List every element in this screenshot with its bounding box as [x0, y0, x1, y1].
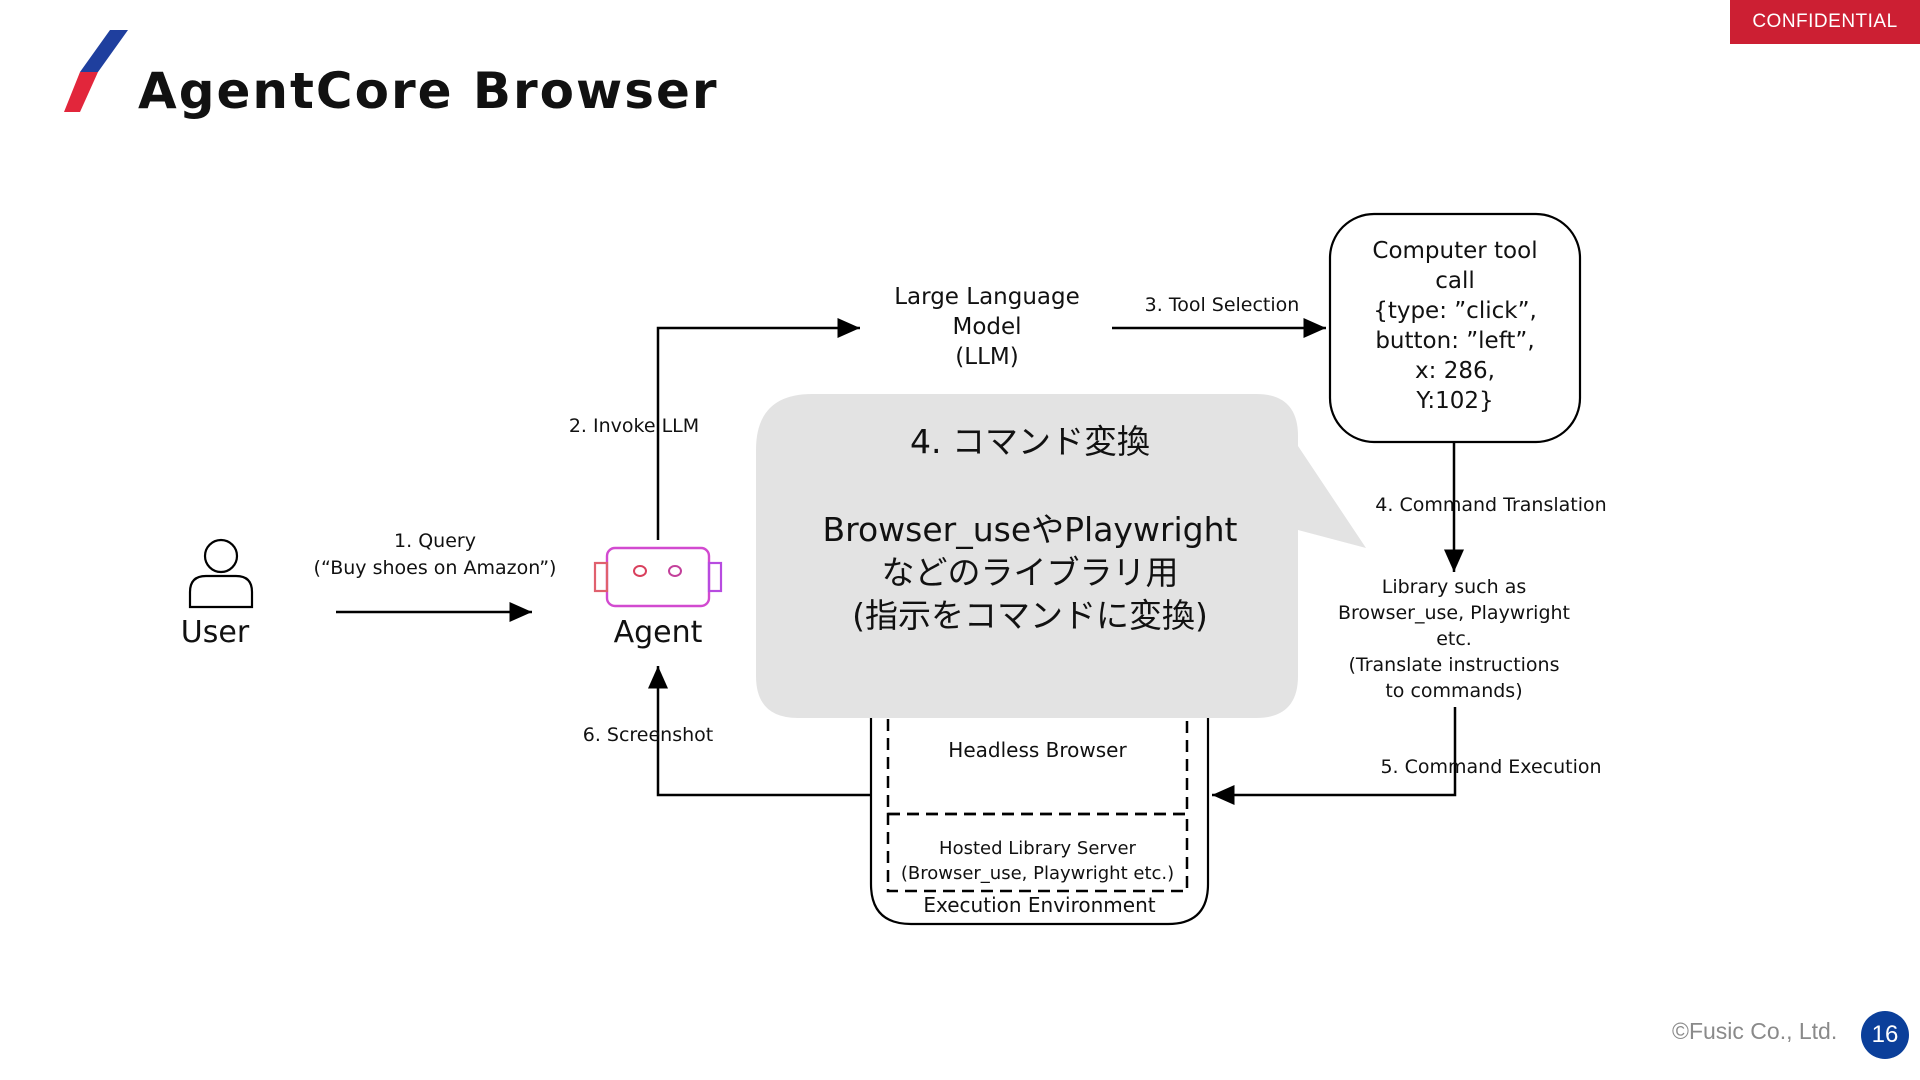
invoke-llm-step-label: 2. Invoke LLM	[568, 415, 700, 437]
tool-selection-step-label: 3. Tool Selection	[1144, 294, 1300, 316]
page-title: AgentCore Browser	[138, 62, 719, 120]
callout-line: Browser_useやPlaywright	[822, 510, 1238, 549]
user-icon	[188, 538, 254, 609]
page-number-badge: 16	[1861, 1011, 1909, 1059]
callout-line: などのライブラリ用	[881, 553, 1179, 592]
hosted-library-box	[886, 812, 1189, 893]
execution-environment-box	[869, 700, 1210, 926]
invoke-llm-arrow	[656, 318, 860, 540]
callout-bubble	[756, 394, 1366, 718]
screenshot-step-label: 6. Screenshot	[582, 724, 714, 746]
logo-slash-icon	[64, 30, 128, 112]
tool-call-box	[1328, 212, 1582, 444]
copyright-text: ©Fusic Co., Ltd.	[1672, 1018, 1838, 1044]
query-step-label: 1. Query (“Buy shoes on Amazon”)	[313, 530, 557, 579]
headless-browser-box	[886, 700, 1189, 816]
command-execution-arrow	[1212, 707, 1457, 805]
callout-heading: 4. コマンド変換	[910, 422, 1150, 461]
callout-text: 4. コマンド変換 Browser_useやPlaywright などのライブラ…	[760, 420, 1300, 637]
callout-line: (指示をコマンドに変換)	[852, 596, 1208, 635]
screenshot-arrow	[648, 666, 871, 797]
user-label: User	[180, 615, 250, 650]
tool-call-label: Computer tool call {type: ”click”, butto…	[1372, 238, 1538, 414]
library-label: Library such as Browser_use, Playwright …	[1337, 576, 1570, 702]
hosted-library-label: Hosted Library Server (Browser_use, Play…	[900, 838, 1175, 884]
headless-browser-label: Headless Browser	[948, 738, 1127, 762]
agent-robot-icon	[593, 546, 723, 608]
command-execution-step-label: 5. Command Execution	[1380, 756, 1602, 778]
confidential-badge: CONFIDENTIAL	[1730, 0, 1920, 44]
agent-label: Agent	[613, 615, 703, 650]
llm-label: Large Language Model (LLM)	[894, 284, 1080, 370]
execution-environment-label: Execution Environment	[923, 893, 1156, 917]
command-translation-step-label: 4. Command Translation	[1375, 494, 1607, 516]
